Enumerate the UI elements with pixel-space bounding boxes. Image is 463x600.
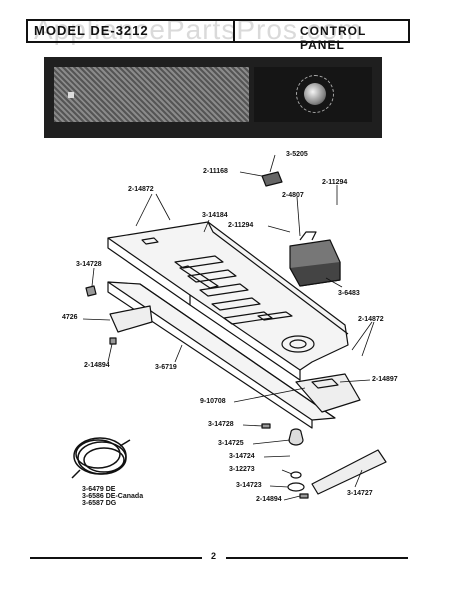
- part-callout: 3-14725: [218, 440, 244, 447]
- end-cap-right-part: [311, 449, 387, 495]
- section-title: CONTROL PANEL: [300, 24, 367, 52]
- part-callout: 3-12273: [229, 466, 255, 473]
- clip-part: [85, 285, 97, 297]
- cord-part-line: 3-6586 DE-Canada: [82, 493, 144, 500]
- knob-skirt-part: [287, 482, 305, 492]
- part-callout: 4726: [62, 314, 78, 321]
- lower-bracket-part: [295, 373, 361, 413]
- switch-part: [261, 171, 283, 187]
- part-callout: 3-14727: [347, 490, 373, 497]
- part-callout: 3-5205: [286, 151, 308, 158]
- screw-part: [109, 337, 117, 345]
- brand-badge-icon: [68, 92, 74, 98]
- part-callout: 3-14723: [236, 482, 262, 489]
- end-cap-left-part: [109, 305, 153, 333]
- power-cord-part-numbers: 3-6479 DE 3-6586 DE-Canada 3-6587 DG: [82, 486, 143, 507]
- part-callout: 2-11294: [228, 222, 254, 229]
- part-callout: 2-14872: [358, 316, 384, 323]
- knob-part: [288, 428, 304, 446]
- panel-face: [54, 67, 249, 122]
- part-callout: 3-14728: [208, 421, 234, 428]
- panel-control-area: [254, 67, 372, 122]
- timer-knob-icon: [304, 83, 326, 105]
- part-callout: 3-6483: [338, 290, 360, 297]
- header: MODEL DE-3212 CONTROL PANEL: [26, 19, 410, 52]
- part-callout: 3-14724: [229, 453, 255, 460]
- footer-rule-left: [30, 557, 202, 559]
- screw-part: [261, 423, 271, 429]
- page-number: 2: [211, 551, 217, 561]
- dial-ring: [296, 75, 334, 113]
- part-callout: 2-14897: [372, 376, 398, 383]
- part-callout: 2-11294: [322, 179, 348, 186]
- part-callout: 2-11168: [203, 168, 228, 175]
- control-panel-photo: [44, 57, 382, 138]
- power-cord-part: [71, 437, 131, 479]
- knob-spring-part: [290, 471, 302, 479]
- part-callout: 2-14872: [128, 186, 154, 193]
- part-callout: 3-6719: [155, 364, 177, 371]
- cord-part-line: 3-6587 DG: [82, 500, 117, 507]
- model-label: MODEL DE-3212: [34, 23, 149, 38]
- part-callout: 3-14184: [202, 212, 228, 219]
- part-callout: 9-10708: [200, 398, 226, 405]
- part-callout: 2-14894: [84, 362, 110, 369]
- cord-part-line: 3-6479 DE: [82, 486, 116, 493]
- part-callout: 2-14894: [256, 496, 282, 503]
- header-divider: [233, 21, 235, 41]
- part-callout: 2-4807: [282, 192, 304, 199]
- footer-rule-right: [226, 557, 408, 559]
- screw-part: [299, 493, 309, 499]
- console-top-part: [107, 221, 349, 371]
- part-callout: 3-14728: [76, 261, 102, 268]
